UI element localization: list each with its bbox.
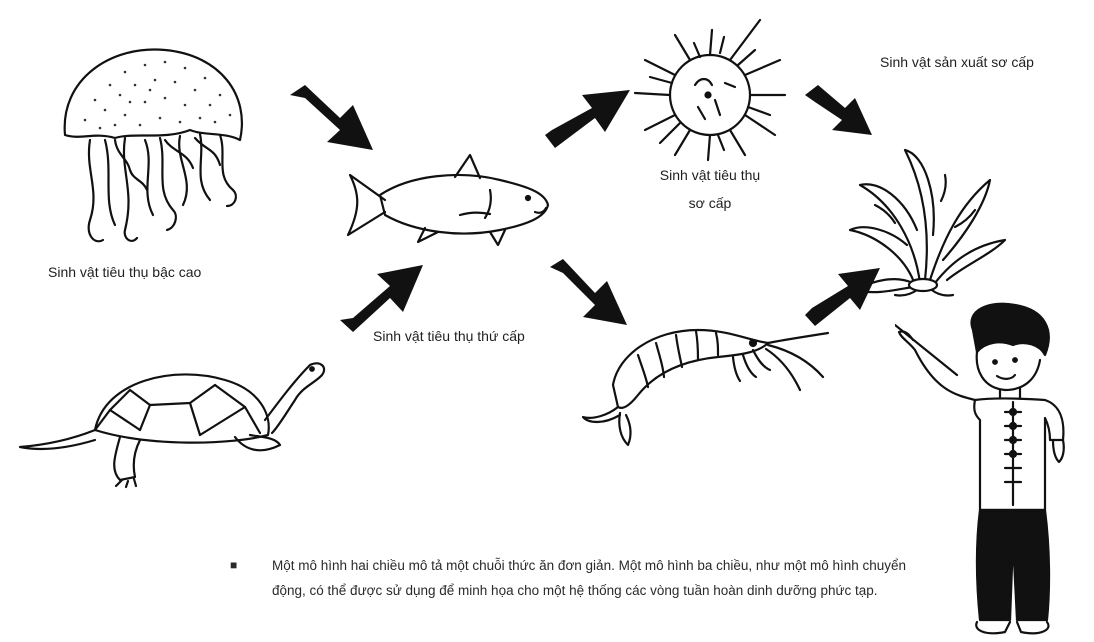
bullet-icon: ■ xyxy=(230,553,237,578)
secondary-consumer-label: Sinh vật tiêu thụ thứ cấp xyxy=(373,326,525,346)
sea-urchin-icon xyxy=(620,15,800,165)
shrimp-icon xyxy=(578,315,833,450)
caption-text: Một mô hình hai chiều mô tả một chuỗi th… xyxy=(272,553,922,603)
arrow-icon xyxy=(335,260,430,335)
primary-consumer-label-line1: Sinh vật tiêu thụ xyxy=(630,165,790,185)
primary-consumer-label-line2: sơ cấp xyxy=(630,193,790,213)
arrow-icon xyxy=(545,255,635,330)
fish-icon xyxy=(340,150,555,250)
primary-consumer-label: Sinh vật tiêu thụ sơ cấp xyxy=(630,165,790,213)
arrow-icon xyxy=(800,260,885,330)
jellyfish-icon xyxy=(55,40,255,250)
primary-producer-label: Sinh vật sản xuất sơ cấp xyxy=(880,52,1034,72)
arrow-icon xyxy=(800,80,880,140)
person-icon xyxy=(895,300,1094,642)
arrow-icon xyxy=(285,80,380,155)
arrow-icon xyxy=(540,80,635,150)
top-consumer-label: Sinh vật tiêu thụ bậc cao xyxy=(48,262,201,282)
turtle-icon xyxy=(10,345,330,490)
